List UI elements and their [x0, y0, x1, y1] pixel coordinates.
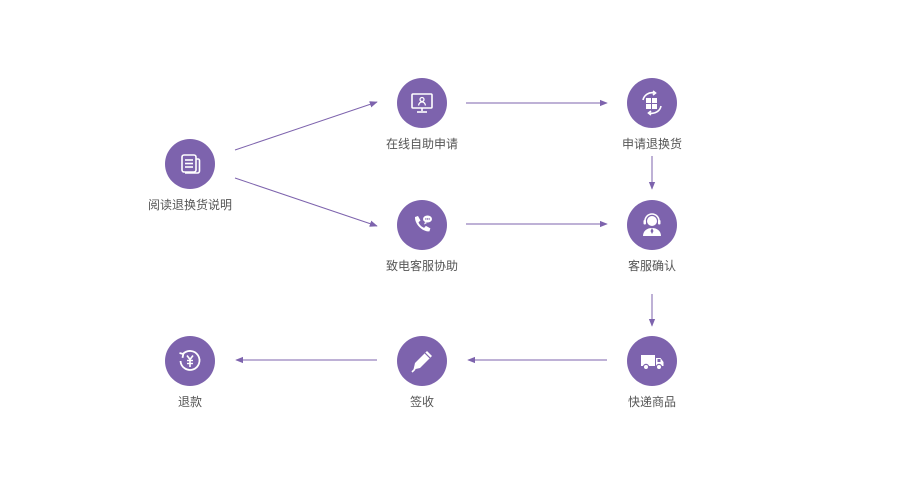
document-icon	[177, 151, 203, 177]
node-circle	[165, 139, 215, 189]
monitor-user-icon	[409, 90, 435, 116]
node-request-return: 申请退换货	[592, 78, 712, 152]
node-express-goods: 快递商品	[592, 336, 712, 410]
node-label: 签收	[409, 395, 434, 409]
node-label: 在线自助申请	[385, 137, 458, 151]
node-circle	[627, 200, 677, 250]
node-label: 快递商品	[627, 395, 676, 409]
node-circle	[627, 78, 677, 128]
phone-chat-icon	[409, 212, 435, 238]
node-refund: 退款	[130, 336, 250, 410]
node-sign-receive: 签收	[362, 336, 482, 410]
node-online-apply: 在线自助申请	[362, 78, 482, 152]
node-circle	[397, 78, 447, 128]
node-circle	[397, 336, 447, 386]
node-service-confirm: 客服确认	[592, 200, 712, 274]
yen-refund-icon	[176, 347, 204, 375]
node-label: 致电客服协助	[385, 259, 458, 273]
node-label: 申请退换货	[621, 137, 682, 151]
node-phone-support: 致电客服协助	[362, 200, 482, 274]
node-read-policy: 阅读退换货说明	[130, 139, 250, 213]
arrow-read-to-online	[234, 101, 378, 151]
node-circle	[165, 336, 215, 386]
node-circle	[397, 200, 447, 250]
arrow-read-to-phone	[234, 177, 378, 227]
node-label: 阅读退换货说明	[147, 198, 232, 212]
customer-service-icon	[638, 211, 666, 239]
box-exchange-icon	[638, 89, 666, 117]
node-label: 退款	[177, 395, 202, 409]
node-circle	[627, 336, 677, 386]
node-label: 客服确认	[627, 259, 676, 273]
pen-icon	[408, 347, 436, 375]
delivery-truck-icon	[638, 347, 666, 375]
